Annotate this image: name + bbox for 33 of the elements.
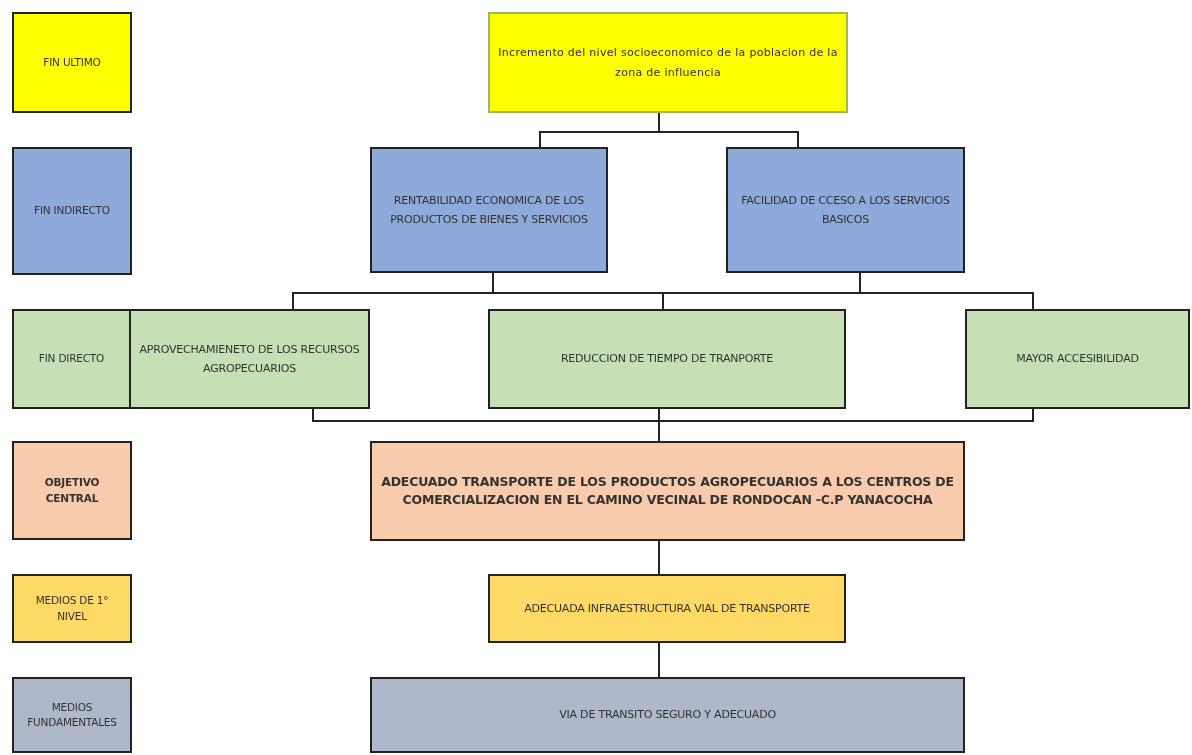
level-label: OBJETIVO CENTRAL (43, 475, 101, 506)
level-label: FIN DIRECTO (38, 351, 105, 367)
level-label-box (12, 12, 132, 113)
connector-line (658, 112, 799, 148)
level-label-box (12, 677, 132, 753)
objective-text: REDUCCION DE TIEMPO DE TRANPORTE (560, 351, 774, 368)
objective-text: ADECUADA INFRAESTRUCTURA VIAL DE TRANSPORTE (524, 600, 810, 617)
level-label: MEDIOS FUNDAMENTALES (26, 699, 118, 730)
level-label-box (12, 147, 132, 275)
objective-box (370, 677, 965, 753)
objective-text: Incremento del nivel socioeconomico de la poblacion de la zona de influencia (497, 45, 839, 81)
level-label-box (12, 574, 132, 643)
objective-box (488, 12, 848, 113)
objective-text: FACILIDAD DE CCESO A LOS SERVICIOS BASICOS (740, 192, 951, 228)
objective-box (965, 309, 1190, 409)
level-label-box (12, 441, 132, 540)
connector-line (658, 540, 660, 575)
level-label-box (12, 309, 131, 409)
objective-text: MAYOR ACCESIBILIDAD (1016, 351, 1139, 368)
objective-box (370, 441, 965, 541)
objective-box (488, 574, 846, 643)
level-label: FIN ULTIMO (43, 54, 101, 70)
level-label: MEDIOS DE 1° NIVEL (34, 593, 110, 624)
objective-text: VIA DE TRANSITO SEGURO Y ADECUADO (559, 707, 776, 724)
objective-box (370, 147, 608, 273)
objective-box (726, 147, 965, 273)
objective-text: APROVECHAMIENETO DE LOS RECURSOS AGROPECUARIOS (138, 341, 361, 377)
objective-text: ADECUADO TRANSPORTE DE LOS PRODUCTOS AGROPECUARIOS A LOS CENTROS DE COMERCIALIZACION EN EL CAMINO VECINAL DE RONDOCAN -C.P YANACOCHA (380, 472, 955, 509)
objective-box (129, 309, 370, 409)
objective-text: RENTABILIDAD ECONOMICA DE LOS PRODUCTOS DE BIENES Y SERVICIOS (389, 192, 589, 228)
objective-box (488, 309, 846, 409)
connector-line (658, 642, 660, 678)
level-label: FIN INDIRECTO (34, 203, 110, 219)
